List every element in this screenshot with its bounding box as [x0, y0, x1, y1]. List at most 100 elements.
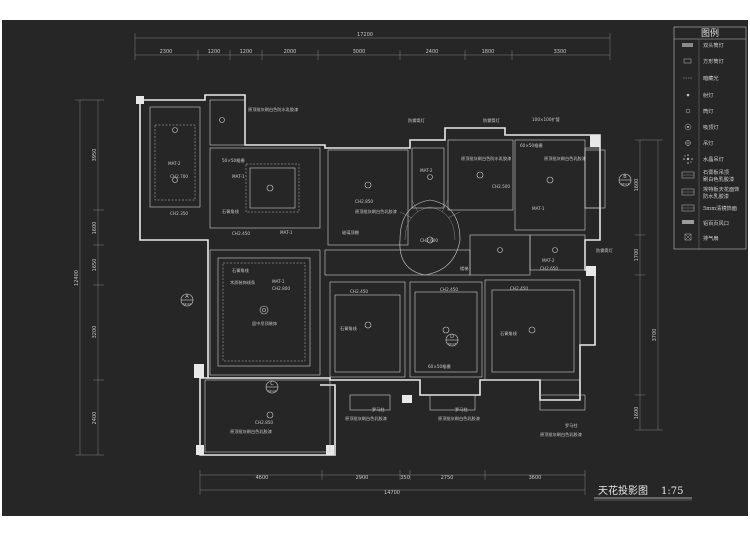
annotations: 原顶批灰刷白色防水乳胶漆 原顶批灰刷白色乳胶漆 原顶批灰刷白色乳胶漆 原顶批灰刷… [168, 106, 614, 438]
label-roman-3: 罗马柱 [565, 422, 578, 429]
ch-2650: CH2.650 [540, 266, 558, 271]
right-dimension-chain: 1600 1700 3700 1600 [634, 139, 663, 431]
left-dim-2: 1600 [92, 222, 98, 235]
legend-item-9b: 防水乳胶漆 [703, 192, 729, 200]
right-dim-2: 1700 [634, 249, 640, 262]
legend-item-2: 暗藏光 [703, 74, 719, 82]
legend-item-10: 5mm清镜饰面 [703, 204, 737, 212]
label-lattice-3: 60×50格栅 [428, 363, 451, 370]
mat-tag-1: MAT-1 [280, 230, 293, 235]
light-fixtures [172, 117, 558, 419]
svg-text:D: D [450, 334, 454, 340]
label-stair: 楼梯 [460, 265, 468, 272]
legend-title: 图例 [701, 27, 719, 39]
left-total-dim: 12400 [74, 270, 80, 286]
bottom-total-dim: 14700 [384, 490, 400, 496]
column [402, 395, 412, 403]
column [136, 96, 144, 104]
mat-tag-7: MAT-2 [542, 258, 555, 263]
column [196, 445, 204, 455]
mat-tag-3: MAT-1 [232, 174, 245, 179]
label-roman-2: 罗马柱 [455, 406, 468, 413]
legend-item-5: 吸顶灯 [703, 123, 719, 131]
ch-2600: CH2.600 [420, 238, 438, 243]
drawing-title: 天花投影图 [598, 484, 648, 497]
drawing-scale: 1:75 [661, 486, 683, 497]
label-glass-ceiling: 玻璃顶棚 [342, 229, 359, 236]
label-center-art: 居中吊顶装饰 [252, 320, 277, 327]
top-dim-6: 2400 [426, 49, 439, 55]
mat2-tag-icon [681, 188, 695, 196]
ch-2700: CH2.700 [170, 174, 188, 179]
exhaust-fan-icon [684, 233, 692, 241]
legend-item-9: 埃特板天花面饰 [703, 185, 739, 193]
top-dimension-chain: 17200 2300 1200 1200 2000 3000 2400 1800… [134, 32, 611, 60]
left-dimension-chain: 12400 3950 1600 1650 3200 2400 [74, 99, 104, 456]
ch-2450-a: CH2.450 [232, 231, 250, 236]
svg-text:SP-03: SP-03 [448, 342, 457, 346]
bottom-dimension-chain: 4600 2900 350 2750 3600 14700 [199, 470, 586, 496]
floor-plan [136, 94, 606, 456]
column [590, 135, 600, 147]
label-paint-center: 原顶批灰刷白色乳胶漆 [355, 208, 397, 215]
legend-item-3: 射灯 [703, 91, 713, 99]
mat-tag-2: MAT-1 [272, 279, 285, 284]
section-marker-c: C SP-02 [265, 380, 279, 394]
section-marker-b: B SP-07 [618, 173, 632, 187]
legend-item-12: 排气扇 [703, 234, 719, 242]
label-lattice-1: 50×50格栅 [222, 157, 245, 164]
legend-item-6: 吊灯 [703, 139, 713, 147]
label-paint-bottom-3: 原顶批灰刷白色乳胶漆 [540, 431, 582, 438]
label-paint-kitchen: 原顶批灰刷白色防水乳胶漆 [461, 155, 511, 162]
top-dim-4: 2000 [284, 49, 297, 55]
section-marker-a: A SP-02 [180, 293, 194, 307]
bottom-dim-3: 350 [400, 475, 410, 481]
mat-tag-4: MAT-1 [532, 206, 545, 211]
label-moulding-1: 石膏角线 [222, 208, 240, 215]
label-moulding-4: 石膏角线 [500, 330, 518, 337]
top-dim-8: 3300 [554, 49, 567, 55]
svg-text:B: B [623, 174, 627, 180]
vent-icon [682, 220, 694, 224]
drawing-title-block: 天花投影图 1:75 [594, 484, 692, 501]
top-total-dim: 17200 [357, 32, 373, 38]
ceiling-light-icon [684, 123, 692, 131]
label-waterproof-1: 原顶批灰刷白色防水乳胶漆 [248, 106, 298, 113]
column [194, 364, 204, 378]
legend-item-4: 筒灯 [703, 107, 713, 115]
legend-panel: 图例 双头筒灯 方形筒灯 暗藏光 射灯 筒灯 吸顶灯 吊灯 [673, 26, 747, 250]
bottom-dim-2: 2900 [356, 475, 369, 481]
bottom-dim-4: 2750 [441, 475, 454, 481]
square-spotlight-icon [683, 58, 692, 64]
label-frosted-1: 防雾筒灯 [408, 117, 426, 124]
top-dim-3: 1200 [240, 49, 253, 55]
top-dim-2: 1200 [208, 49, 221, 55]
label-pipe: 100×100扩管 [532, 116, 560, 123]
svg-text:SP-02: SP-02 [183, 302, 192, 306]
ch-2500: CH2.500 [492, 184, 510, 189]
label-paint-bottom-1: 原顶批灰刷白色乳胶漆 [345, 415, 387, 422]
svg-text:C: C [270, 381, 274, 387]
ch-2850-b: CH2.850 [255, 420, 273, 425]
pendant-light-icon [685, 140, 691, 146]
downlight-icon [685, 108, 691, 114]
legend-item-1: 方形筒灯 [703, 57, 724, 65]
ch-2450-b: CH2.450 [350, 289, 368, 294]
label-moulding-2: 石膏角线 [232, 267, 250, 274]
spotlight-icon [686, 93, 690, 97]
top-dim-5: 3000 [353, 49, 366, 55]
svg-text:SP-02: SP-02 [268, 389, 277, 393]
label-moulding-3: 石膏角线 [340, 325, 358, 332]
ch-2350: CH2.350 [170, 211, 188, 216]
label-paint-bottom-2: 原顶批灰刷白色乳胶漆 [438, 415, 480, 422]
legend-item-11: 铝百页风口 [703, 219, 729, 227]
right-dim-4: 1600 [634, 407, 640, 420]
legend-item-7: 水晶吊灯 [703, 155, 724, 163]
ch-2450-d: CH2.450 [510, 286, 528, 291]
top-dim-1: 2300 [160, 49, 173, 55]
section-marker-d: D SP-03 [445, 333, 459, 347]
left-dim-4: 3200 [92, 326, 98, 339]
right-dim-1: 1600 [634, 179, 640, 192]
legend-item-0: 双头筒灯 [703, 41, 724, 49]
